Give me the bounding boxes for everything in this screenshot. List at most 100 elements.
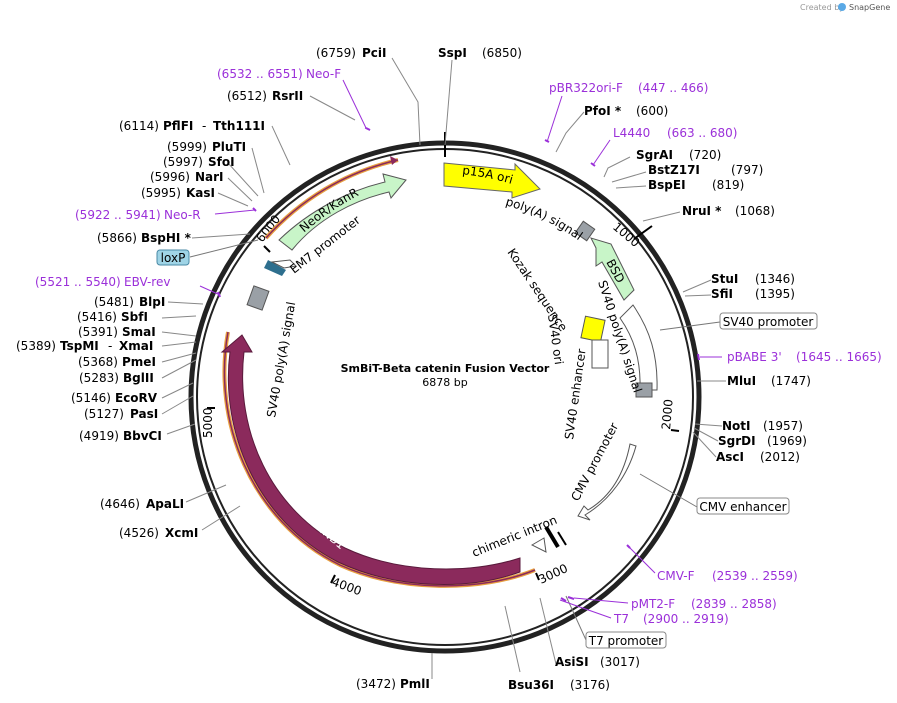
svg-text:(5389): (5389) [16,339,56,353]
svg-text:(2900 .. 2919): (2900 .. 2919) [643,612,729,626]
svg-text:(6850): (6850) [482,46,522,60]
site-pfoi: PfoI * [584,104,622,118]
svg-text:(1969): (1969) [767,434,807,448]
loxp-box[interactable]: loxP [156,239,259,266]
site-pflfi: PflFI [163,119,193,133]
svg-text:(6512): (6512) [227,89,267,103]
primer-leaders [199,79,722,619]
svg-text:(3176): (3176) [570,678,610,692]
site-pcii: PciI [362,46,387,60]
svg-text:(3472): (3472) [356,677,396,691]
feature-p15a-ori[interactable]: p15A ori [443,162,541,199]
primer-neo-f: Neo-F [306,67,341,81]
svg-text:(5391): (5391) [78,325,118,339]
site-sfii: SfiI [711,287,733,301]
site-asci: AscI [716,450,744,464]
feature-chimeric-intron[interactable] [530,525,567,553]
svg-text:(663 .. 680): (663 .. 680) [667,126,737,140]
label-chimeric-intron: chimeric intron [470,513,559,560]
tick-label-5000: 5000 [201,407,215,438]
svg-text:CMV enhancer: CMV enhancer [699,500,786,514]
feature-sv40-polya-right[interactable] [619,304,658,398]
feature-cmv-promoter[interactable] [577,443,637,521]
site-pmei: PmeI [122,355,156,369]
svg-text:(5995): (5995) [141,186,181,200]
svg-text:(5997): (5997) [163,155,203,169]
site-sfoi: SfoI [208,155,235,169]
svg-text:T7 promoter: T7 promoter [588,634,664,648]
site-xmai: XmaI [119,339,153,353]
svg-text:(5481): (5481) [94,295,134,309]
site-tspmi: TspMI [60,339,99,353]
tick-label-4000: 4000 [330,575,363,599]
label-em7-promoter: EM7 promoter [287,213,363,276]
plasmid-name: SmBiT-Beta catenin Fusion Vector [341,362,550,375]
primer-l4440: L4440 [613,126,650,140]
svg-text:(1395): (1395) [755,287,795,301]
svg-text:(5521 .. 5540): (5521 .. 5540) [35,275,121,289]
label-sv40-ori: SV40 ori [545,313,566,365]
tick-label-3000: 3000 [536,561,570,587]
site-sgrdi: SgrDI [718,434,756,448]
svg-text:(6532 .. 6551): (6532 .. 6551) [217,67,303,81]
site-pmli: PmlI [400,677,430,691]
site-bsphi: BspHI * [141,231,192,245]
svg-text:(4919): (4919) [79,429,119,443]
svg-text:-: - [202,119,206,133]
svg-text:(6114): (6114) [119,119,159,133]
svg-text:(1747): (1747) [771,374,811,388]
primers: (6532 .. 6551) Neo-F pBR322ori-F (447 ..… [35,67,882,626]
site-bbvci: BbvCI [123,429,162,443]
restriction-sites: (6759) PciI SspI (6850) PfoI * (600) Sgr… [16,46,811,692]
svg-text:loxP: loxP [161,251,186,265]
feature-sv40-ori[interactable] [580,315,609,369]
svg-text:(5416): (5416) [77,310,117,324]
svg-text:(6759): (6759) [316,46,356,60]
site-rsrii: RsrII [272,89,303,103]
primer-pbr322ori-f: pBR322ori-F [549,81,623,95]
svg-text:(4646): (4646) [100,497,140,511]
site-asisi: AsiSI [555,655,589,669]
svg-text:(1645 .. 1665): (1645 .. 1665) [796,350,882,364]
site-sgrai: SgrAI [636,148,673,162]
site-bstz17i: BstZ17I [648,163,700,177]
site-ecorv: EcoRV [115,391,158,405]
feature-ctnnb1[interactable]: CTNNB1 [220,331,536,588]
feature-sv40-polya-left[interactable] [246,285,270,311]
site-bspei: BspEI [648,178,686,192]
snapgene-watermark: Created by SnapGene [800,3,890,12]
site-blpi: BlpI [139,295,165,309]
svg-text:Created by: Created by [800,3,844,12]
site-stui: StuI [711,272,738,286]
primer-pmt2-f: pMT2-F [631,597,675,611]
svg-text:(2539 .. 2559): (2539 .. 2559) [712,569,798,583]
svg-text:(5368): (5368) [78,355,118,369]
site-xcmi: XcmI [165,526,198,540]
svg-text:(5922 .. 5941): (5922 .. 5941) [75,208,161,222]
site-nrui: NruI * [682,204,722,218]
feature-em7-promoter[interactable] [264,259,298,276]
svg-text:(5866): (5866) [97,231,137,245]
tick-label-2000: 2000 [659,399,676,431]
site-pasi: PasI [130,407,158,421]
svg-text:(600): (600) [636,104,668,118]
svg-text:(720): (720) [689,148,721,162]
tick-label-1000: 1000 [610,220,642,250]
cmv-enhancer-box[interactable]: CMV enhancer [639,473,790,515]
primer-t7: T7 [613,612,629,626]
svg-text:(797): (797) [731,163,763,177]
site-leaders [161,57,726,679]
sv40-promoter-box[interactable]: SV40 promoter [659,312,818,331]
svg-text:(819): (819) [712,178,744,192]
svg-text:(4526): (4526) [119,526,159,540]
site-bsu36i: Bsu36I [508,678,554,692]
site-bglii: BglII [123,371,154,385]
svg-text:(1068): (1068) [735,204,775,218]
t7-promoter-box[interactable]: T7 promoter [565,595,667,649]
primer-ebv-rev: EBV-rev [124,275,170,289]
svg-text:(5996): (5996) [150,170,190,184]
feature-polya-top[interactable] [574,220,596,242]
primer-neo-r: Neo-R [164,208,201,222]
site-smai: SmaI [122,325,156,339]
site-nari: NarI [195,170,224,184]
